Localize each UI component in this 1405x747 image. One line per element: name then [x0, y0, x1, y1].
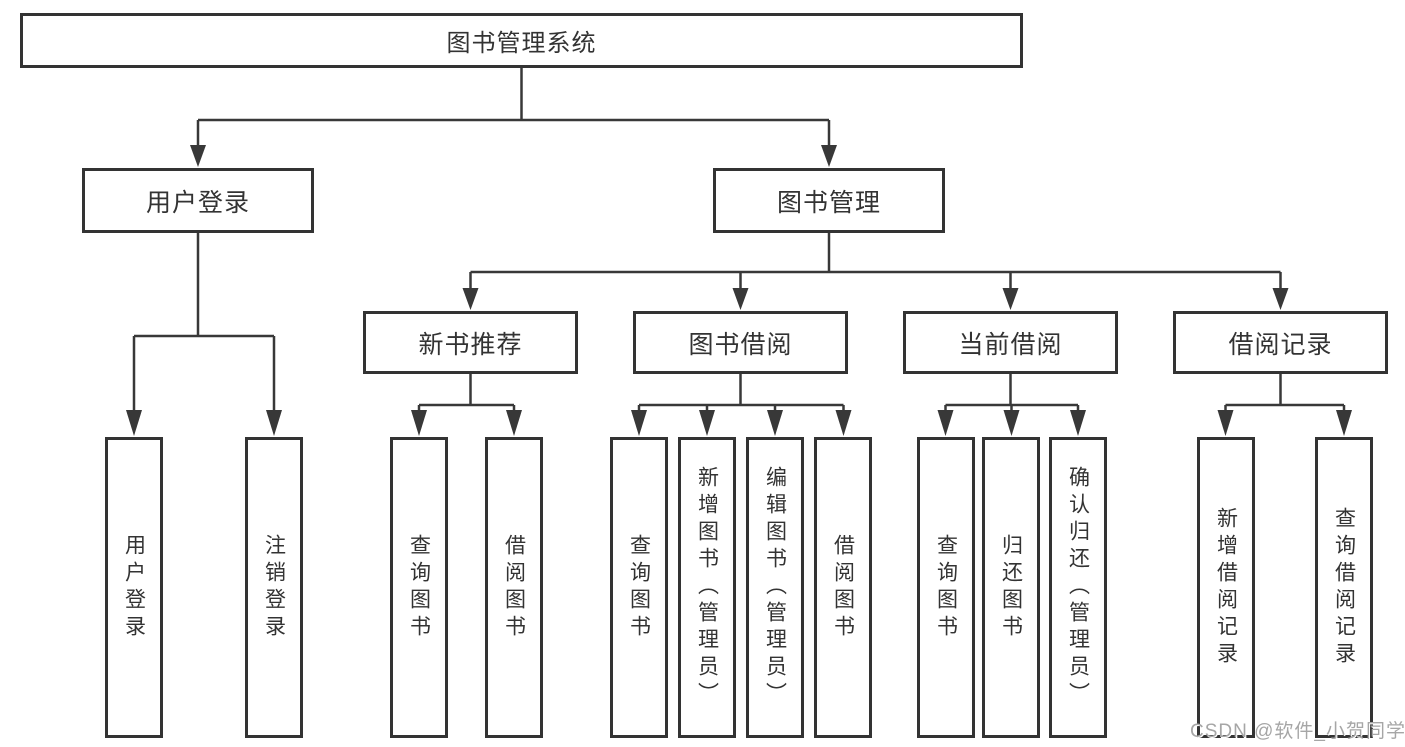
arrowhead	[126, 410, 142, 436]
leaf-add-books-admin: 新增图书（管理员）	[678, 437, 736, 738]
arrowhead	[1070, 410, 1086, 436]
leaf-query-books-borrowing: 查询图书	[610, 437, 668, 738]
arrowhead	[411, 410, 427, 436]
connector-book-borrowing-to-leaves	[631, 374, 852, 436]
arrowhead	[462, 288, 479, 310]
arrowhead	[1336, 410, 1352, 436]
leaf-query-books-current: 查询图书	[917, 437, 975, 738]
leaf-logout: 注销登录	[245, 437, 303, 738]
leaf-user-login: 用户登录	[105, 437, 163, 738]
node-book-borrowing: 图书借阅	[633, 311, 848, 374]
connector-current-borrowing-to-leaves	[937, 374, 1086, 436]
arrowhead	[1003, 410, 1020, 436]
leaf-add-borrow-record: 新增借阅记录	[1197, 437, 1255, 738]
connector-user-login-to-leaves	[126, 233, 282, 436]
node-book-management: 图书管理	[713, 168, 945, 233]
leaf-return-books: 归还图书	[982, 437, 1040, 738]
leaf-query-books-recommend: 查询图书	[390, 437, 448, 738]
arrowhead	[835, 410, 852, 436]
leaf-borrow-books-recommend: 借阅图书	[485, 437, 543, 738]
arrowhead	[1002, 288, 1019, 310]
arrowhead	[767, 410, 783, 436]
node-current-borrowing: 当前借阅	[903, 311, 1118, 374]
arrowhead	[937, 410, 954, 436]
arrowhead	[732, 288, 749, 310]
connector-book-management-to-level3	[462, 233, 1289, 310]
arrowhead	[266, 410, 282, 436]
arrowhead	[699, 410, 715, 436]
node-user-login: 用户登录	[82, 168, 314, 233]
arrowhead	[821, 145, 837, 167]
arrowhead	[1217, 410, 1234, 436]
leaf-borrow-books-borrowing: 借阅图书	[814, 437, 872, 738]
node-borrow-records: 借阅记录	[1173, 311, 1388, 374]
arrowhead	[1272, 288, 1289, 310]
watermark-csdn: CSDN @软件_小贺同学	[1190, 721, 1405, 742]
leaf-query-borrow-record: 查询借阅记录	[1315, 437, 1373, 738]
connector-root-to-level2	[190, 68, 837, 167]
arrowhead	[631, 410, 647, 436]
node-new-book-recommend: 新书推荐	[363, 311, 578, 374]
arrowhead	[190, 145, 206, 167]
leaf-confirm-return-admin: 确认归还（管理员）	[1049, 437, 1107, 738]
arrowhead	[506, 410, 522, 436]
leaf-edit-books-admin: 编辑图书（管理员）	[746, 437, 804, 738]
connector-borrow-records-to-leaves	[1217, 374, 1352, 436]
connector-new-book-recommend-to-leaves	[411, 374, 522, 436]
node-library-system: 图书管理系统	[20, 13, 1023, 68]
